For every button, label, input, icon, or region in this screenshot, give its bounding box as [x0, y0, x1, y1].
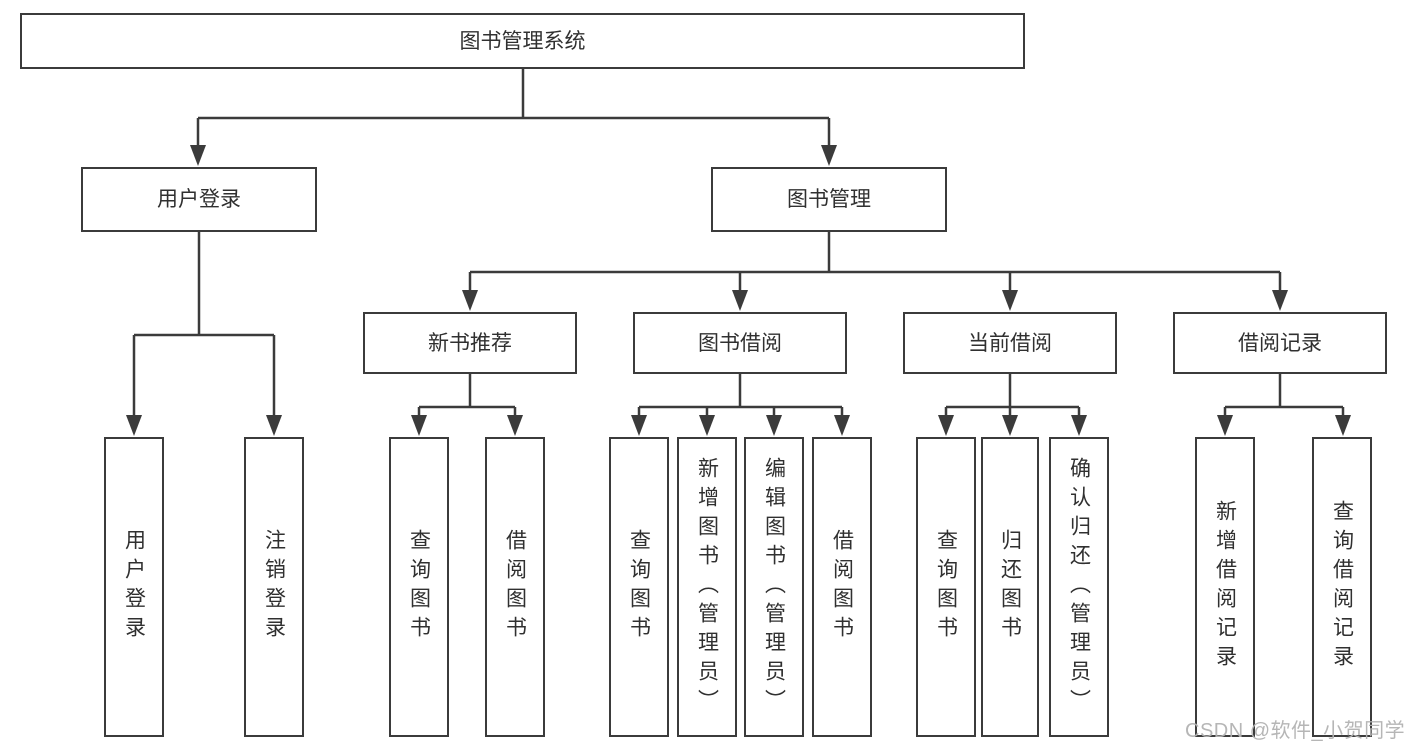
- node-label: 查询图书: [934, 529, 958, 645]
- node-label: 借阅图书: [830, 529, 854, 645]
- node-label: 归还图书: [998, 529, 1022, 645]
- node-label: 图书管理系统: [459, 29, 586, 53]
- node-book-management: 图书管理: [711, 167, 947, 232]
- node-user-login: 用户登录: [81, 167, 317, 232]
- leaf-add-borrow-record: 新增借阅记录: [1195, 437, 1255, 737]
- leaf-return-book: 归还图书: [981, 437, 1039, 737]
- leaf-query-books-borrowing: 查询图书: [609, 437, 669, 737]
- node-book-borrowing: 图书借阅: [633, 312, 847, 374]
- node-label: 注销登录: [262, 529, 286, 645]
- node-label: 图书借阅: [698, 331, 782, 355]
- node-label: 编辑图书（管理员）: [762, 456, 786, 718]
- node-label: 新增图书（管理员）: [695, 456, 719, 718]
- leaf-query-books-current: 查询图书: [916, 437, 976, 737]
- leaf-confirm-return-admin: 确认归还（管理员）: [1049, 437, 1109, 737]
- node-label: 查询借阅记录: [1330, 500, 1354, 674]
- node-label: 查询图书: [627, 529, 651, 645]
- node-label: 新书推荐: [428, 331, 512, 355]
- node-label: 确认归还（管理员）: [1067, 456, 1091, 718]
- node-label: 图书管理: [787, 188, 871, 211]
- node-label: 当前借阅: [968, 331, 1052, 355]
- leaf-borrow-books-recommend: 借阅图书: [485, 437, 545, 737]
- leaf-query-books-recommend: 查询图书: [389, 437, 449, 737]
- leaf-add-book-admin: 新增图书（管理员）: [677, 437, 737, 737]
- node-borrowing-records: 借阅记录: [1173, 312, 1387, 374]
- node-new-book-recommend: 新书推荐: [363, 312, 577, 374]
- csdn-watermark: CSDN @软件_小贺同学: [1185, 720, 1405, 742]
- node-root-system: 图书管理系统: [20, 13, 1025, 69]
- node-label: 借阅图书: [503, 529, 527, 645]
- node-label: 用户登录: [157, 188, 241, 211]
- leaf-borrow-books: 借阅图书: [812, 437, 872, 737]
- leaf-edit-book-admin: 编辑图书（管理员）: [744, 437, 804, 737]
- leaf-logout: 注销登录: [244, 437, 304, 737]
- leaf-query-borrow-record: 查询借阅记录: [1312, 437, 1372, 737]
- leaf-user-login: 用户登录: [104, 437, 164, 737]
- node-current-borrowing: 当前借阅: [903, 312, 1117, 374]
- node-label: 新增借阅记录: [1213, 500, 1237, 674]
- node-label: 用户登录: [122, 529, 146, 645]
- node-label: 借阅记录: [1238, 331, 1322, 355]
- node-label: 查询图书: [407, 529, 431, 645]
